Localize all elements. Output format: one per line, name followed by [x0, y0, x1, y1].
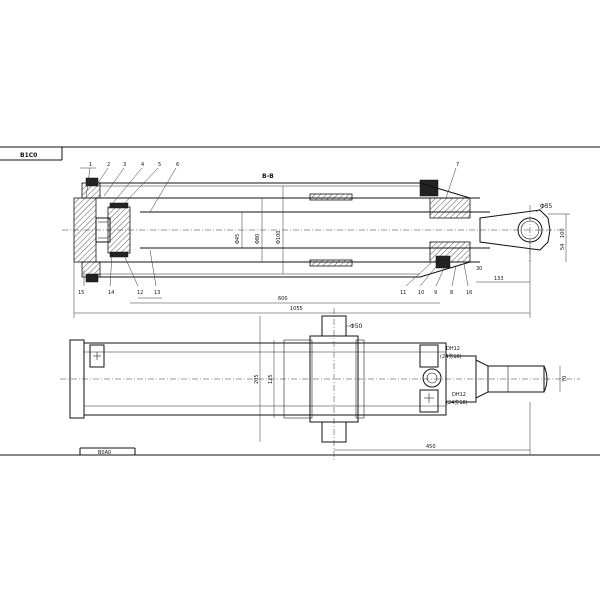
dim-eye-offset: 30	[476, 266, 482, 272]
dim-stroke: 600	[278, 296, 288, 302]
dim-trunnion-pos: 450	[426, 444, 436, 450]
part-label: 16	[466, 290, 472, 296]
part-label: 4	[141, 162, 144, 168]
part-label: 6	[176, 162, 179, 168]
dim-total-length: 1055	[290, 306, 303, 312]
section-view: B-B	[62, 162, 570, 318]
part-label: 13	[154, 290, 160, 296]
part-labels-bottom: 15 14 12 13 11 10 9 8 16	[78, 249, 472, 299]
dim-bore-dia: Φ80	[255, 234, 261, 244]
part-label: 9	[434, 290, 437, 296]
title-block-label: B0A0	[98, 450, 111, 456]
dim-port-a-note: (24夯18)	[440, 353, 462, 360]
dim-port-b: DH12	[452, 392, 466, 398]
part-label: 12	[137, 290, 143, 296]
part-label: 7	[456, 162, 459, 168]
dim-port-a: DH12	[446, 346, 460, 352]
dim-body-height: 205	[254, 374, 260, 384]
part-label: 2	[107, 162, 110, 168]
drawing-frame	[0, 146, 600, 456]
part-label: 11	[400, 290, 406, 296]
part-label: 15	[78, 290, 84, 296]
dim-inner-height: 125	[268, 374, 274, 384]
dim-end-length: 133	[494, 276, 504, 282]
dim-rod-dia: Φ45	[235, 234, 241, 244]
part-label: 1	[89, 162, 92, 168]
part-label: 5	[158, 162, 161, 168]
dim-trunnion-dia: Φ50	[350, 323, 363, 330]
frame-tab-label: B1C0	[20, 152, 37, 159]
dim-pin-hole: Φ55	[540, 203, 553, 210]
section-title: B-B	[262, 173, 274, 180]
dim-port-b-note: (24夯18)	[446, 399, 468, 406]
part-label: 14	[108, 290, 114, 296]
dim-rod-end-width: 70	[562, 376, 568, 382]
outline-view: 205 125 Φ50 DH12 (24夯18) DH12 (24夯18) 45…	[60, 308, 580, 460]
dim-eye-height: 100	[560, 228, 566, 238]
part-labels-top: 1 2 3 4 5 6 7	[80, 162, 459, 213]
dim-eye-width: 54	[560, 244, 566, 250]
part-label: 10	[418, 290, 424, 296]
part-label: 3	[123, 162, 126, 168]
dim-outer-dia: Φ100	[276, 231, 282, 244]
part-label: 8	[450, 290, 453, 296]
